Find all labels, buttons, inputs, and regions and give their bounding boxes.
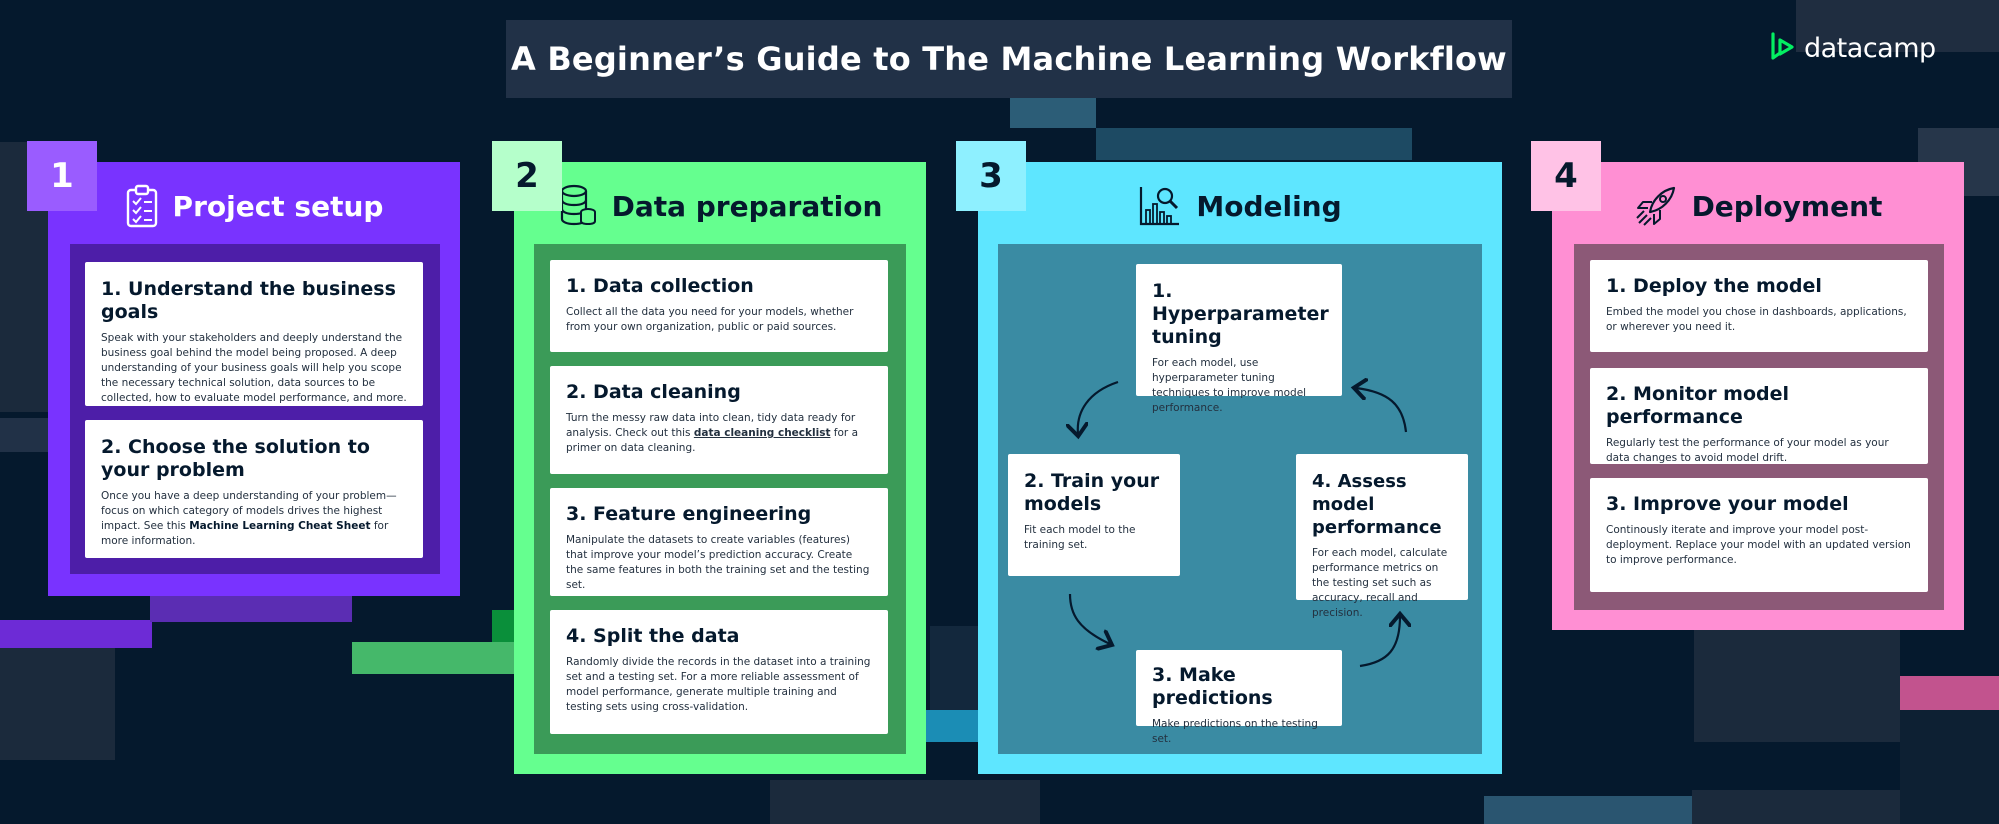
step-description-text: Turn the messy raw data into clean, tidy…	[566, 412, 856, 439]
step-card: 1. Deploy the model Embed the model you …	[1590, 260, 1928, 352]
panel-header: Modeling	[978, 180, 1502, 232]
step-title: 4. Split the data	[566, 625, 740, 647]
step-card: 2. Data cleaning Turn the messy raw data…	[550, 366, 888, 474]
step-card: 2. Train your models Fit each model to t…	[1008, 454, 1180, 576]
step-title: 3. Feature engineering	[566, 503, 812, 525]
arrow	[1068, 593, 1110, 644]
step-description: For each model, use hyperparameter tunin…	[1152, 357, 1307, 414]
step-card: 3. Feature engineering Manipulate the da…	[550, 488, 888, 596]
step-description: Regularly test the performance of your m…	[1606, 437, 1889, 464]
step-title: 2. Data cleaning	[566, 381, 741, 403]
chart-magnifier-icon	[1140, 187, 1180, 226]
page-title: A Beginner’s Guide to The Machine Learni…	[506, 20, 1512, 98]
decor-block	[0, 418, 50, 452]
decor-block	[1010, 98, 1096, 128]
step-number-badge: 4	[1531, 141, 1601, 211]
datacamp-logo[interactable]: datacamp	[1770, 30, 1936, 66]
decor-block	[1900, 676, 1999, 710]
panel-title: Deployment	[1691, 189, 1883, 223]
step-description: Speak with your stakeholders and deeply …	[101, 332, 407, 404]
logo-text: datacamp	[1804, 32, 1936, 64]
panel-inner: 1. Understand the business goals Speak w…	[70, 244, 440, 574]
step-title: 3. Make predictions	[1152, 664, 1273, 709]
datacamp-logo-icon	[1771, 32, 1794, 60]
rocket-icon	[1635, 186, 1675, 226]
decor-block	[1692, 790, 1912, 824]
panel-inner: 1. Data collection Collect all the data …	[534, 244, 906, 754]
step-description: Make predictions on the testing set.	[1152, 718, 1318, 745]
panel-data-preparation: Data preparation 1. Data collection Coll…	[514, 162, 926, 774]
cheat-sheet-link[interactable]: Machine Learning Cheat Sheet	[189, 520, 371, 532]
step-title: 1. Deploy the model	[1606, 275, 1822, 297]
decor-block	[1694, 630, 1900, 742]
decor-block	[0, 620, 152, 648]
step-card: 3. Improve your model Continously iterat…	[1590, 478, 1928, 592]
decor-block	[1096, 128, 1412, 160]
panel-inner: 1. Deploy the model Embed the model you …	[1574, 244, 1944, 610]
step-card: 1. Understand the business goals Speak w…	[85, 262, 423, 406]
decor-block	[150, 596, 352, 622]
step-card: 2. Monitor model performance Regularly t…	[1590, 368, 1928, 464]
step-title: 2. Monitor model performance	[1606, 383, 1790, 428]
decor-block	[924, 710, 978, 742]
step-title: 3. Improve your model	[1606, 493, 1849, 515]
clipboard-checklist-icon	[126, 184, 157, 228]
step-title: 4. Assess model performance	[1312, 471, 1442, 538]
step-number-badge: 1	[27, 141, 97, 211]
decor-block	[352, 642, 514, 674]
panel-header: Project setup	[48, 180, 460, 232]
decor-block	[0, 648, 115, 760]
step-card: 3. Make predictions Make predictions on …	[1136, 650, 1342, 745]
database-icon	[560, 184, 596, 226]
step-card: 1. Data collection Collect all the data …	[550, 260, 888, 352]
step-description: Continously iterate and improve your mod…	[1606, 524, 1911, 566]
step-number-badge: 3	[956, 141, 1026, 211]
step-description-text: for more information.	[101, 520, 389, 547]
panel-deployment: Deployment 1. Deploy the model Embed the…	[1552, 162, 1964, 630]
arrow	[1078, 380, 1119, 434]
step-description: Turn the messy raw data into clean, tidy…	[566, 411, 872, 456]
step-title: 1. Data collection	[566, 275, 754, 297]
panel-header: Deployment	[1552, 180, 1964, 232]
panel-inner: 1. Hyperparameter tuning For each model,…	[998, 244, 1482, 754]
decor-block	[1484, 796, 1692, 824]
step-title: 1. Understand the business goals	[101, 278, 396, 323]
step-description-text: for a primer on data cleaning.	[566, 427, 859, 454]
panel-title: Data preparation	[611, 189, 883, 223]
panel-title: Project setup	[172, 189, 384, 223]
step-card: 2. Choose the solution to your problem O…	[85, 420, 423, 558]
decor-block	[1900, 710, 1999, 824]
step-card: 4. Split the data Randomly divide the re…	[550, 610, 888, 734]
step-number-badge: 2	[492, 141, 562, 211]
panel-project-setup: Project setup 1. Understand the business…	[48, 162, 460, 596]
step-description: Embed the model you chose in dashboards,…	[1606, 306, 1907, 333]
step-description: Randomly divide the records in the datas…	[566, 656, 871, 713]
arrow	[1356, 388, 1408, 433]
step-description: Manipulate the datasets to create variab…	[566, 534, 870, 591]
step-card: 1. Hyperparameter tuning For each model,…	[1136, 264, 1342, 414]
step-description: For each model, calculate performance me…	[1312, 547, 1448, 619]
step-description: Fit each model to the training set.	[1024, 524, 1136, 551]
step-card: 4. Assess model performance For each mod…	[1296, 454, 1468, 619]
decor-block	[1796, 0, 1999, 52]
data-cleaning-checklist-link[interactable]: data cleaning checklist	[693, 427, 831, 439]
step-description-text: Once you have a deep understanding of yo…	[101, 490, 397, 532]
step-title: 2. Train your models	[1024, 470, 1160, 515]
panel-title: Modeling	[1196, 189, 1342, 223]
decor-block	[492, 610, 514, 642]
arrow	[1359, 616, 1400, 668]
decor-block	[770, 780, 1040, 824]
step-title: 1. Hyperparameter tuning	[1152, 280, 1329, 348]
panel-header: Data preparation	[514, 180, 926, 232]
decor-block	[930, 626, 978, 710]
step-title: 2. Choose the solution to your problem	[101, 436, 370, 481]
step-description: Collect all the data you need for your m…	[566, 306, 854, 333]
panel-modeling: Modeling 1. Hyperparameter tuning For ea…	[978, 162, 1502, 774]
step-description: Once you have a deep understanding of yo…	[101, 489, 407, 549]
